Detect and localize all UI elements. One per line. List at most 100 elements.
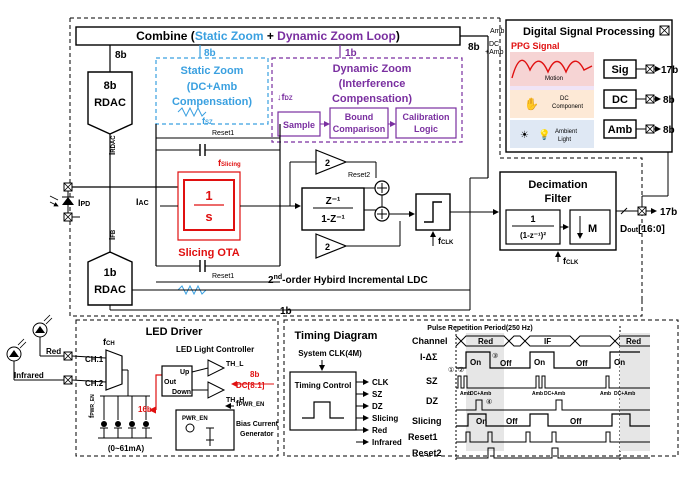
fpwr-en-label-2: fPWR_EN <box>236 399 264 408</box>
led-controller-title: LED Light Controller <box>176 345 254 354</box>
dsp-output-dc: DC 8b <box>603 89 675 109</box>
quantizer-fclk: fCLK <box>438 236 454 246</box>
pulse-icon <box>302 401 344 419</box>
ldc-title: 2nd-order Hybird Incremental LDC <box>268 274 428 286</box>
comb-num: 1 <box>530 214 535 224</box>
bulb-icon: 💡 <box>538 128 550 141</box>
svg-text:Amb: Amb <box>608 124 633 136</box>
fdz-label: ↓fDZ <box>277 92 293 102</box>
svg-text:Red: Red <box>372 426 387 435</box>
calibration-label-1: Calibration <box>402 112 449 122</box>
dynamic-zoom-box <box>271 57 463 143</box>
updown-counter <box>161 365 193 397</box>
slicing-wave <box>456 413 650 427</box>
red-phase-shade <box>466 333 504 451</box>
body-icon: ✋ <box>524 97 539 111</box>
led-driver-box <box>75 319 279 457</box>
svg-text:I-ΔΣ: I-ΔΣ <box>420 352 438 362</box>
svg-text:Infrared: Infrared <box>372 438 402 447</box>
timing-control-outputs: CLK SZ DZ Slicing Red Infrared <box>356 378 402 447</box>
reset1-top-label: Reset1 <box>212 130 234 137</box>
z-den: 1-Z⁻¹ <box>321 214 345 225</box>
ppg-panel <box>510 52 594 86</box>
rdac-bottom-bits: 1b <box>104 267 117 279</box>
slicing-off-1: Off <box>506 417 518 426</box>
amp-bottom-gain: 2 <box>325 242 330 252</box>
comb-filter-block <box>505 209 561 245</box>
svg-text:Reset1: Reset1 <box>408 432 438 442</box>
dc-panel <box>510 90 594 118</box>
bits-1b-dyn: 1b <box>345 48 357 59</box>
up-label: Up <box>180 369 189 376</box>
reset1-wave <box>456 431 650 443</box>
slicing-on-1: On <box>476 417 487 426</box>
rdac-bottom <box>87 251 133 306</box>
comparator-high <box>207 359 226 377</box>
red-led-label: Red <box>46 347 61 356</box>
slicing-ota-label: Slicing OTA <box>178 247 240 259</box>
ch-if: IF <box>544 337 551 346</box>
ch2-label: CH.2 <box>85 379 104 388</box>
svg-text:Channel: Channel <box>412 336 448 346</box>
svg-text:SZ: SZ <box>426 376 438 386</box>
amp-top-gain: 2 <box>325 158 330 168</box>
ids-wave <box>456 351 640 369</box>
timing-box <box>283 319 679 457</box>
svg-text:Reset2: Reset2 <box>412 448 442 458</box>
dsp-output-amb: Amb 8b <box>603 119 675 139</box>
dout-label: Dout[16:0] <box>620 224 665 235</box>
sz-dcamb-2: DC+Amb <box>544 391 565 397</box>
irdac-label: IRDAC <box>108 135 117 155</box>
decimation-title-1: Decimation <box>528 179 588 191</box>
sample-block <box>277 111 321 137</box>
timing-title: Timing Diagram <box>295 330 378 342</box>
bias-label-1: Bias Current <box>236 421 279 428</box>
svg-text:17b: 17b <box>661 65 678 76</box>
combine-title: Combine (Static Zoom + Dynamic Zoom Loop… <box>136 29 400 43</box>
step-4: ④ <box>486 398 492 406</box>
svg-text:DC: DC <box>612 94 628 106</box>
static-zoom-title: Static Zoom <box>181 65 244 77</box>
rdac-bottom-label: RDAC <box>94 284 126 296</box>
ids-off-1: Off <box>500 359 512 368</box>
sysclk-label: System CLK(4M) <box>298 349 362 358</box>
led-driver-title: LED Driver <box>146 326 204 338</box>
ids-off-2: Off <box>576 359 588 368</box>
photodiode-icon <box>62 197 74 205</box>
bound-label-1: Bound <box>345 112 374 122</box>
sz-amb-1: Amb <box>460 391 471 397</box>
decimation-fclk: fCLK <box>563 256 579 266</box>
rdac-top-label: RDAC <box>94 97 126 109</box>
current-source-bank <box>98 395 152 439</box>
rdac-top <box>87 71 133 135</box>
dynamic-zoom-line2: (Interference <box>339 78 406 90</box>
comparator-low <box>207 381 226 399</box>
sz-dcamb-3: DC+Amb <box>614 391 635 397</box>
bits-8b-top-right: 8b <box>468 42 480 53</box>
out-label: Out <box>164 379 177 386</box>
ppg-waveform <box>511 59 593 79</box>
slicing-off-2: Off <box>570 417 582 426</box>
bits-1b-bottom: 1b <box>280 306 292 317</box>
rdac-top-bits: 8b <box>104 80 117 92</box>
red-phase-shade-2 <box>620 333 650 451</box>
reset1-bottom-label: Reset1 <box>212 273 234 280</box>
timing-control-label: Timing Control <box>295 381 352 390</box>
dynamic-zoom-title: Dynamic Zoom <box>333 63 412 75</box>
ppg-label: PPG Signal <box>511 41 560 51</box>
svg-text:8b: 8b <box>663 125 675 136</box>
timing-row-labels: Channel I-ΔΣ SZ DZ Slicing Reset1 Reset2 <box>408 336 448 458</box>
ch1-label: CH.1 <box>85 355 104 364</box>
bits-16b-led: 16b <box>138 405 152 414</box>
reset2-wave <box>456 447 650 459</box>
ids-on-1: On <box>470 358 481 367</box>
reset2-label: Reset2 <box>348 172 370 179</box>
bound-block <box>329 107 389 139</box>
step-1: ① <box>448 366 454 374</box>
ambient-panel <box>510 120 594 148</box>
svg-text:8b: 8b <box>663 95 675 106</box>
svg-text:Sig: Sig <box>611 64 628 76</box>
ambient-label-2: Light <box>558 137 571 143</box>
pwr-en-label: PWR_EN <box>182 416 208 422</box>
amb-label: Amb <box>490 28 505 35</box>
